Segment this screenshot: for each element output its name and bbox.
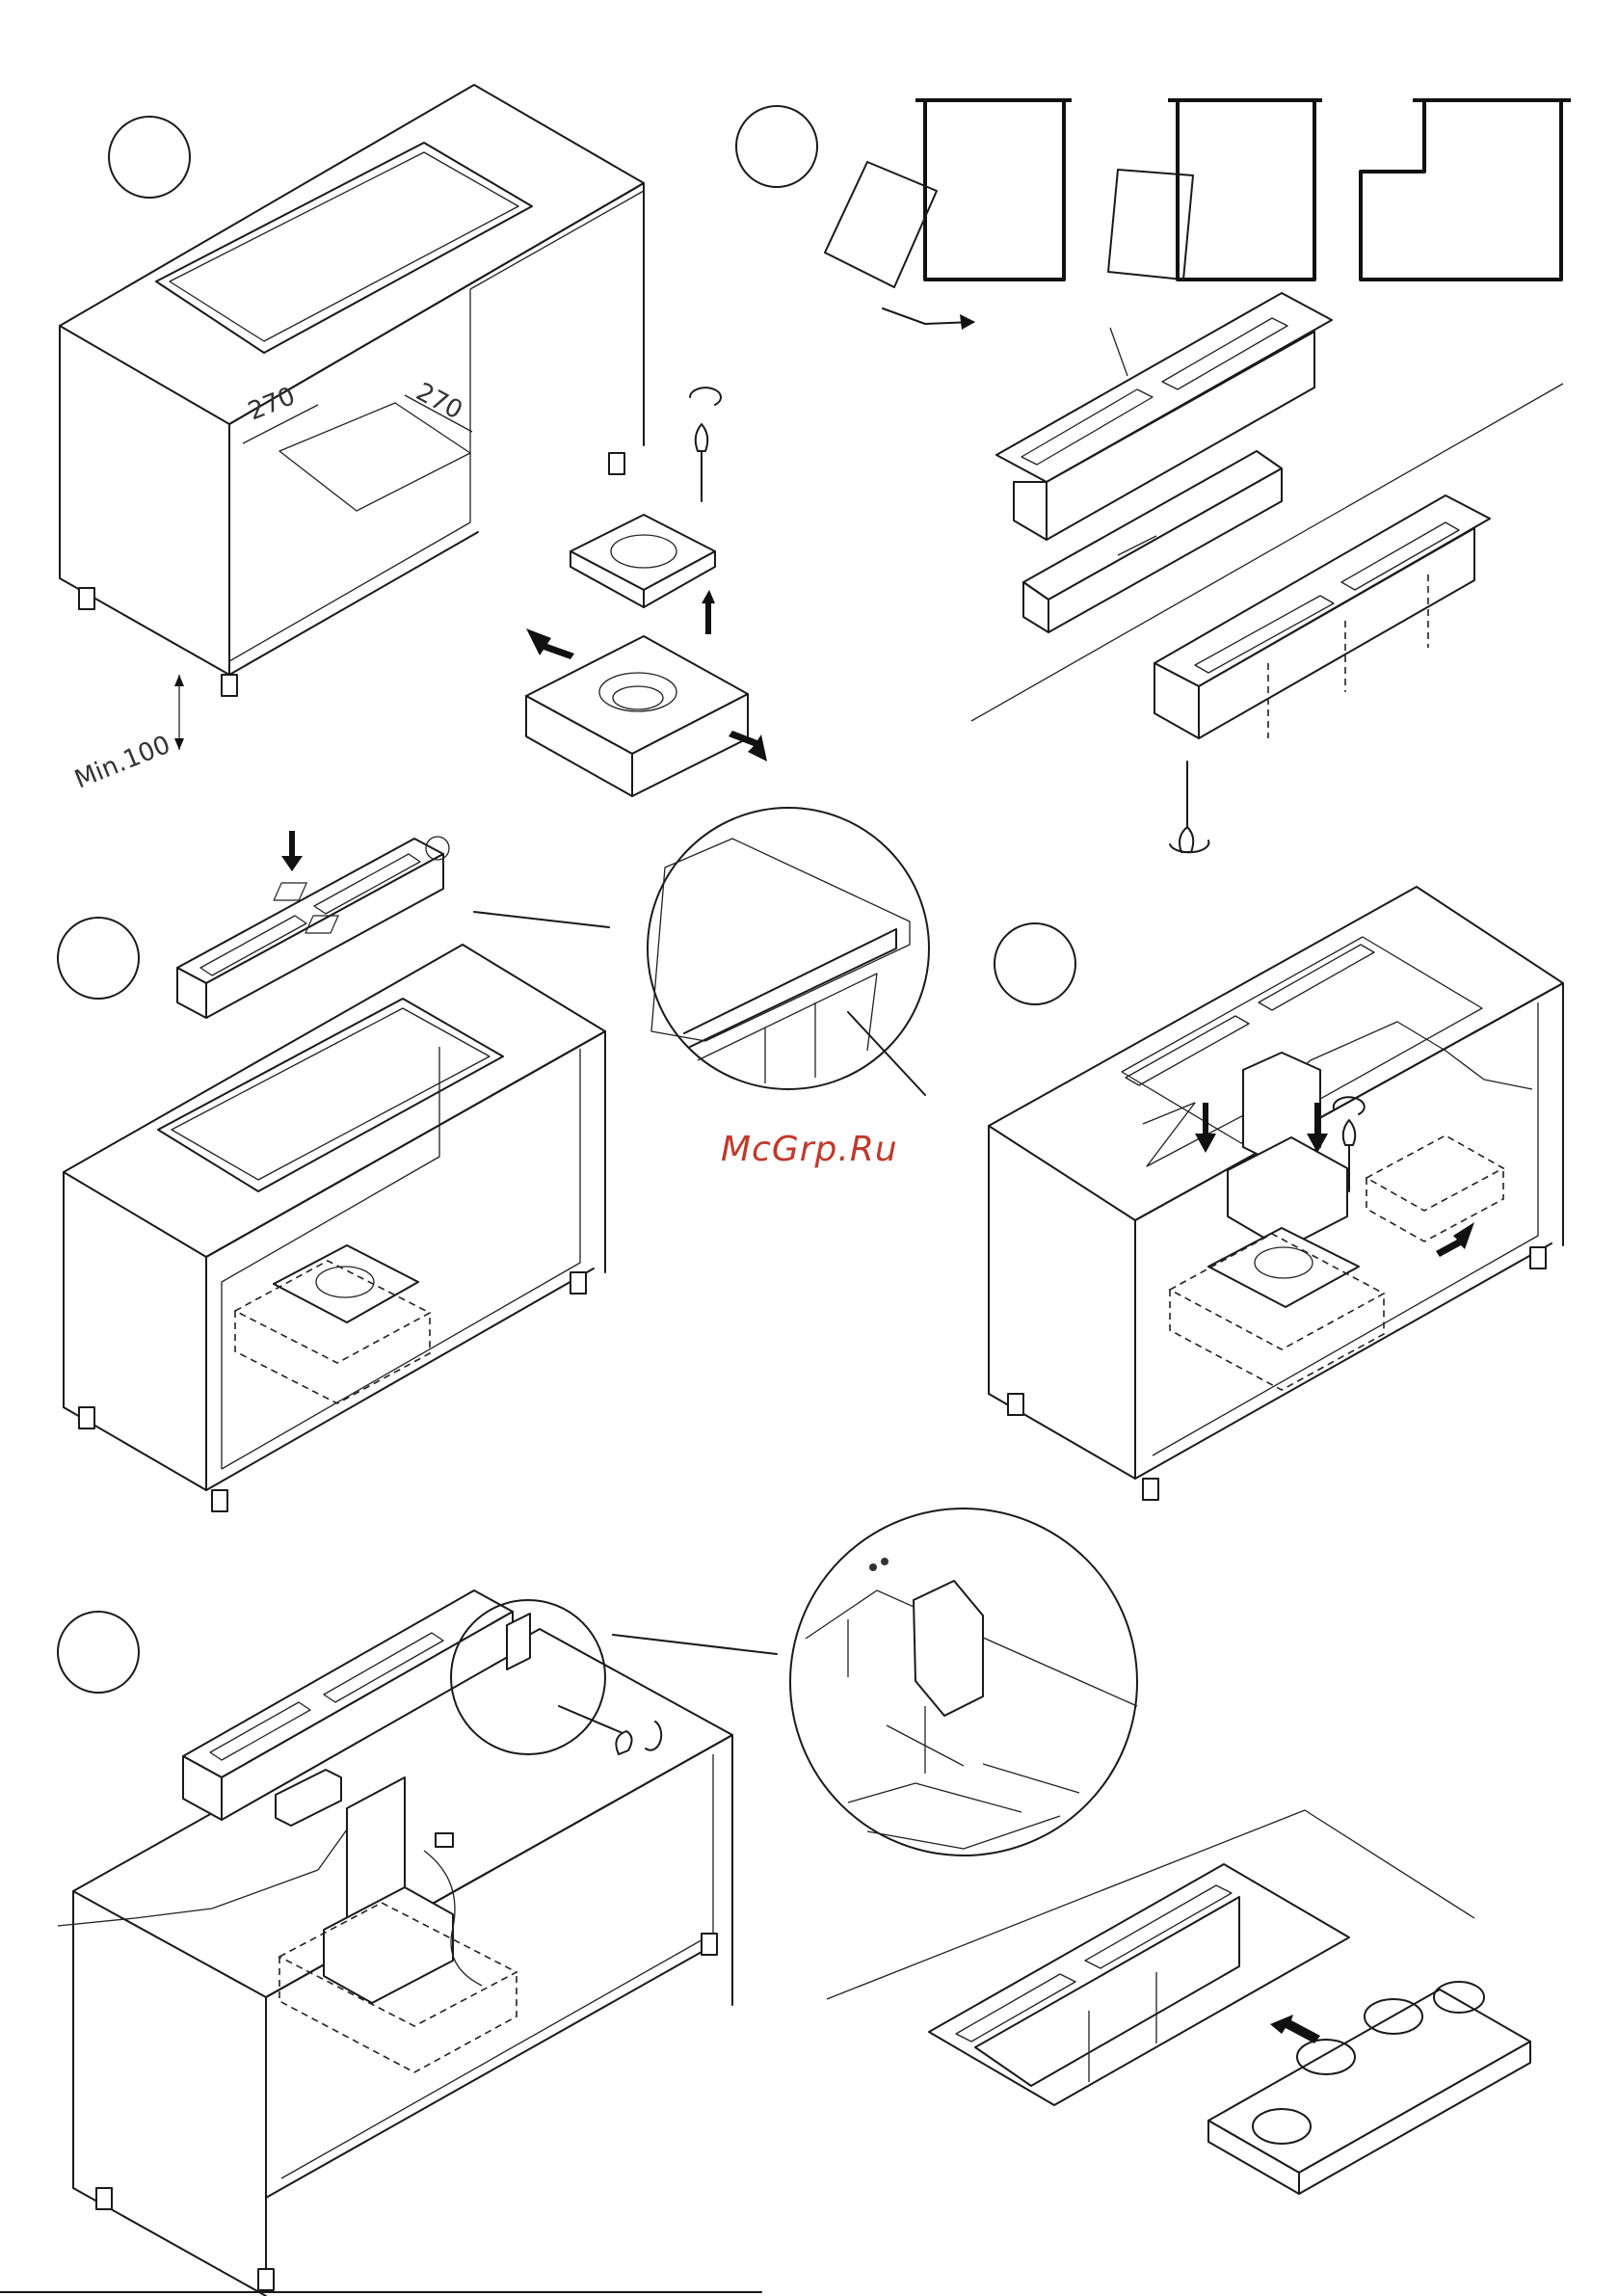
- dimension-min-clearance: Min.100: [70, 731, 174, 795]
- step-3-marker: [58, 918, 139, 999]
- rotate-arrow-icon: [690, 387, 721, 405]
- watermark: McGrp.Ru: [721, 1130, 898, 1169]
- screwdriver-icon: [696, 424, 708, 501]
- step-3-panel: [58, 831, 609, 1511]
- step-4-marker: [995, 923, 1075, 1004]
- detail-zoom-2: [790, 1508, 1137, 1855]
- dimension-cutout-depth: 270: [411, 378, 467, 426]
- step-4-panel: [989, 887, 1563, 1500]
- step-6-panel: [827, 1810, 1530, 2194]
- step-2-marker: [736, 106, 817, 187]
- step-1-panel: 270 270 Min.100: [60, 85, 767, 796]
- step-5-panel: [58, 1590, 777, 2296]
- step-5-marker: [58, 1612, 139, 1693]
- step-2-panel: [736, 100, 1571, 852]
- direction-arrow-icon: [526, 628, 574, 659]
- step-1-marker: [109, 117, 190, 198]
